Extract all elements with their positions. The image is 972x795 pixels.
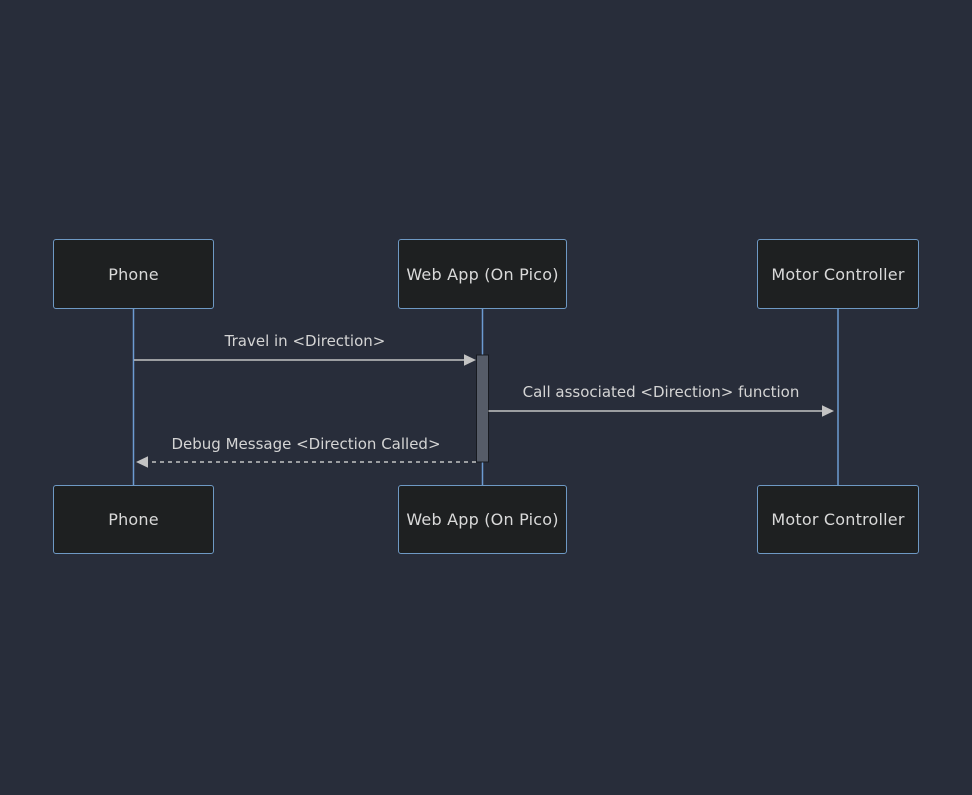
actor-label-phone-bottom: Phone xyxy=(108,510,159,529)
actor-label-motor-top: Motor Controller xyxy=(771,264,905,284)
activation-bar-webapp xyxy=(476,354,489,463)
arrowhead-travel xyxy=(464,354,476,366)
actor-box-motor-bottom: Motor Controller xyxy=(757,485,919,554)
actor-box-phone-bottom: Phone xyxy=(53,485,214,554)
actor-label-phone-top: Phone xyxy=(108,264,159,284)
actor-label-webapp-top: Web App (On Pico) xyxy=(406,264,559,284)
arrowhead-call-function xyxy=(822,405,834,417)
actor-box-phone-top: Phone xyxy=(53,239,214,309)
message-label-debug: Debug Message <Direction Called> xyxy=(171,435,441,453)
actor-box-motor-top: Motor Controller xyxy=(757,239,919,309)
actor-label-motor-bottom: Motor Controller xyxy=(771,510,905,529)
arrowhead-debug xyxy=(136,456,148,468)
actor-label-webapp-bottom: Web App (On Pico) xyxy=(406,510,559,529)
actor-box-webapp-top: Web App (On Pico) xyxy=(398,239,567,309)
message-label-travel: Travel in <Direction> xyxy=(224,332,386,350)
actor-box-webapp-bottom: Web App (On Pico) xyxy=(398,485,567,554)
message-label-call-function: Call associated <Direction> function xyxy=(522,383,800,401)
